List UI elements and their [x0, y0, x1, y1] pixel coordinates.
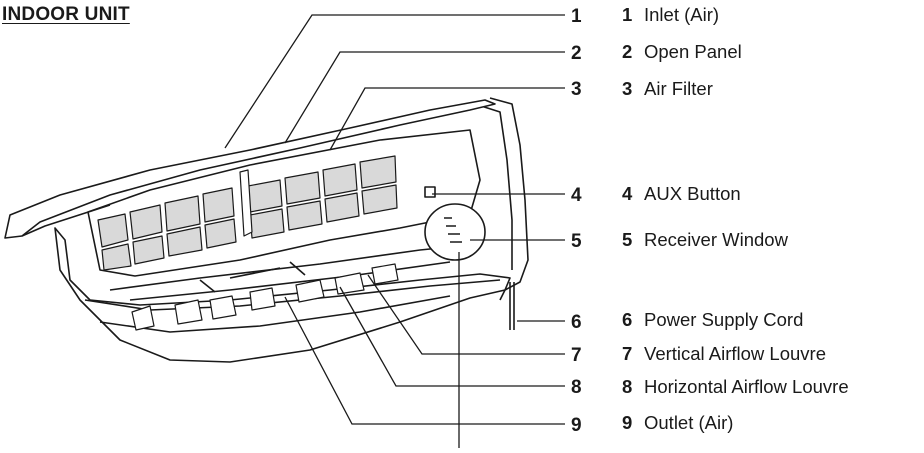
legend-label: Inlet (Air)	[644, 4, 720, 25]
legend-label: Receiver Window	[644, 229, 788, 250]
legend-label: Horizontal Airflow Louvre	[644, 376, 849, 397]
aux-button-shape	[424, 186, 436, 198]
legend-label: Outlet (Air)	[644, 412, 734, 433]
legend-label: Vertical Airflow Louvre	[644, 343, 827, 364]
power-supply-cord	[509, 282, 515, 330]
callout-8: 8	[571, 377, 582, 398]
legend-item: 6 Power Supply Cord	[622, 309, 803, 331]
legend-number: 7	[622, 343, 633, 364]
leader-lines	[224, 14, 565, 448]
legend-label: Open Panel	[644, 41, 742, 62]
horizontal-louvre-slots	[131, 263, 399, 331]
legend-item: 5 Receiver Window	[622, 229, 788, 251]
callout-5: 5	[571, 231, 582, 252]
legend-number: 4	[622, 183, 633, 204]
legend-item: 4 AUX Button	[622, 183, 741, 205]
legend-number: 5	[622, 229, 633, 250]
legend-label: AUX Button	[644, 183, 741, 204]
legend-label: Power Supply Cord	[644, 309, 804, 330]
callout-6: 6	[571, 312, 582, 333]
legend-number: 6	[622, 309, 633, 330]
callout-7: 7	[571, 345, 582, 366]
callout-numbers: 1 2 3 4 5 6 7 8 9	[571, 6, 582, 436]
callout-1: 1	[571, 6, 582, 27]
callout-3: 3	[571, 79, 582, 100]
legend-item: 3 Air Filter	[622, 78, 713, 100]
legend-number: 2	[622, 41, 633, 62]
page-title: INDOOR UNIT	[2, 4, 130, 25]
legend-number: 1	[622, 4, 633, 25]
legend-number: 3	[622, 78, 633, 99]
legend-item: 7 Vertical Airflow Louvre	[622, 343, 826, 365]
callout-9: 9	[571, 415, 582, 436]
legend-item: 1 Inlet (Air)	[622, 4, 719, 26]
legend-number: 9	[622, 412, 633, 433]
air-filter-mesh	[97, 155, 398, 271]
receiver-window	[424, 203, 486, 261]
legend-item: 2 Open Panel	[622, 41, 742, 63]
legend-item: 8 Horizontal Airflow Louvre	[622, 376, 849, 398]
legend-item: 9 Outlet (Air)	[622, 412, 733, 434]
legend-label: Air Filter	[644, 78, 713, 99]
legend-number: 8	[622, 376, 633, 397]
callout-2: 2	[571, 43, 582, 64]
callout-4: 4	[571, 185, 582, 206]
air-conditioner-illustration	[4, 97, 529, 363]
